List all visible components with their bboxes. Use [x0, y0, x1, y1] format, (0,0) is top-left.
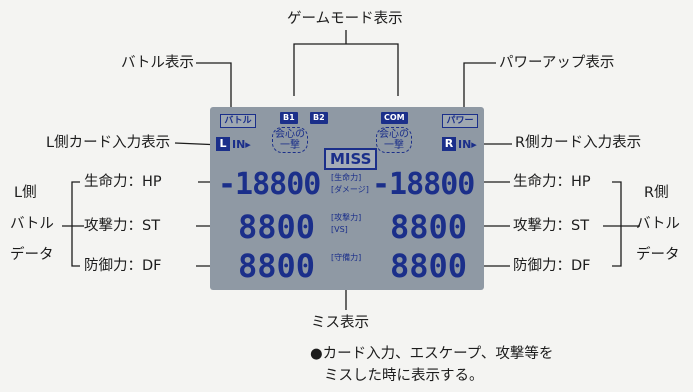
left-hp-value: -18800	[218, 167, 321, 202]
right-df-label: 防御力：DF	[513, 258, 591, 274]
com-indicator: COM	[381, 112, 408, 124]
left-group-line3: データ	[10, 247, 54, 263]
miss-display-label: ミス表示	[311, 315, 369, 331]
right-hp-label: 生命力：HP	[513, 174, 591, 190]
l-indicator-box: L	[216, 137, 230, 151]
left-st-value: 8800	[238, 208, 316, 246]
right-critical-line1: 会心の	[379, 129, 409, 140]
powerup-label: パワーアップ表示	[499, 55, 615, 71]
mid-st-label-1: [攻撃力]	[331, 213, 362, 222]
b1-indicator: B1	[280, 112, 298, 124]
b2-indicator: B2	[310, 112, 328, 124]
miss-note-line2: ミスした時に表示する。	[324, 368, 484, 384]
battle-indicator: バトル	[220, 114, 256, 128]
l-in-text: IN▸	[232, 137, 251, 151]
mid-hp-label-1: [生命力]	[331, 173, 362, 182]
right-group-line2: バトル	[636, 216, 680, 232]
right-st-value: 8800	[390, 208, 468, 246]
left-group-line1: L側	[14, 185, 37, 201]
right-critical-line2: 一撃	[384, 140, 404, 151]
lcd-panel: バトル パワー B1 B2 COM L IN▸ R IN▸ 会心の 一撃 会心の…	[210, 107, 484, 290]
l-card-input-indicator: L IN▸	[216, 137, 251, 151]
game-mode-label: ゲームモード表示	[287, 11, 403, 27]
left-critical-line2: 一撃	[280, 140, 300, 151]
left-df-value: 8800	[238, 247, 316, 285]
mid-df-label: [守備力]	[331, 253, 362, 262]
right-st-label: 攻撃力：ST	[513, 218, 590, 234]
mid-hp-label-2: [ダメージ]	[331, 185, 369, 194]
l-card-input-label: L側カード入力表示	[46, 135, 171, 151]
right-critical-hit-indicator: 会心の 一撃	[376, 127, 412, 153]
r-card-input-indicator: R IN▸	[442, 137, 477, 151]
mid-st-label-2: [VS]	[331, 225, 348, 234]
right-df-value: 8800	[390, 247, 468, 285]
left-df-label: 防御力：DF	[84, 258, 162, 274]
right-group-line3: データ	[636, 247, 680, 263]
r-card-input-label: R側カード入力表示	[515, 135, 642, 151]
left-group-line2: バトル	[10, 216, 54, 232]
left-hp-label: 生命力：HP	[84, 174, 162, 190]
miss-indicator: MISS	[324, 148, 378, 170]
powerup-indicator: パワー	[442, 114, 478, 128]
right-group-line1: R側	[644, 185, 669, 201]
left-critical-hit-indicator: 会心の 一撃	[272, 127, 308, 153]
left-st-label: 攻撃力：ST	[84, 218, 161, 234]
r-in-text: IN▸	[458, 137, 477, 151]
right-hp-value: -18800	[372, 167, 475, 202]
battle-label: バトル表示	[121, 55, 194, 71]
r-indicator-box: R	[442, 137, 456, 151]
left-critical-line1: 会心の	[275, 129, 305, 140]
miss-note-line1: ●カード入力、エスケープ、攻撃等を	[310, 346, 554, 362]
